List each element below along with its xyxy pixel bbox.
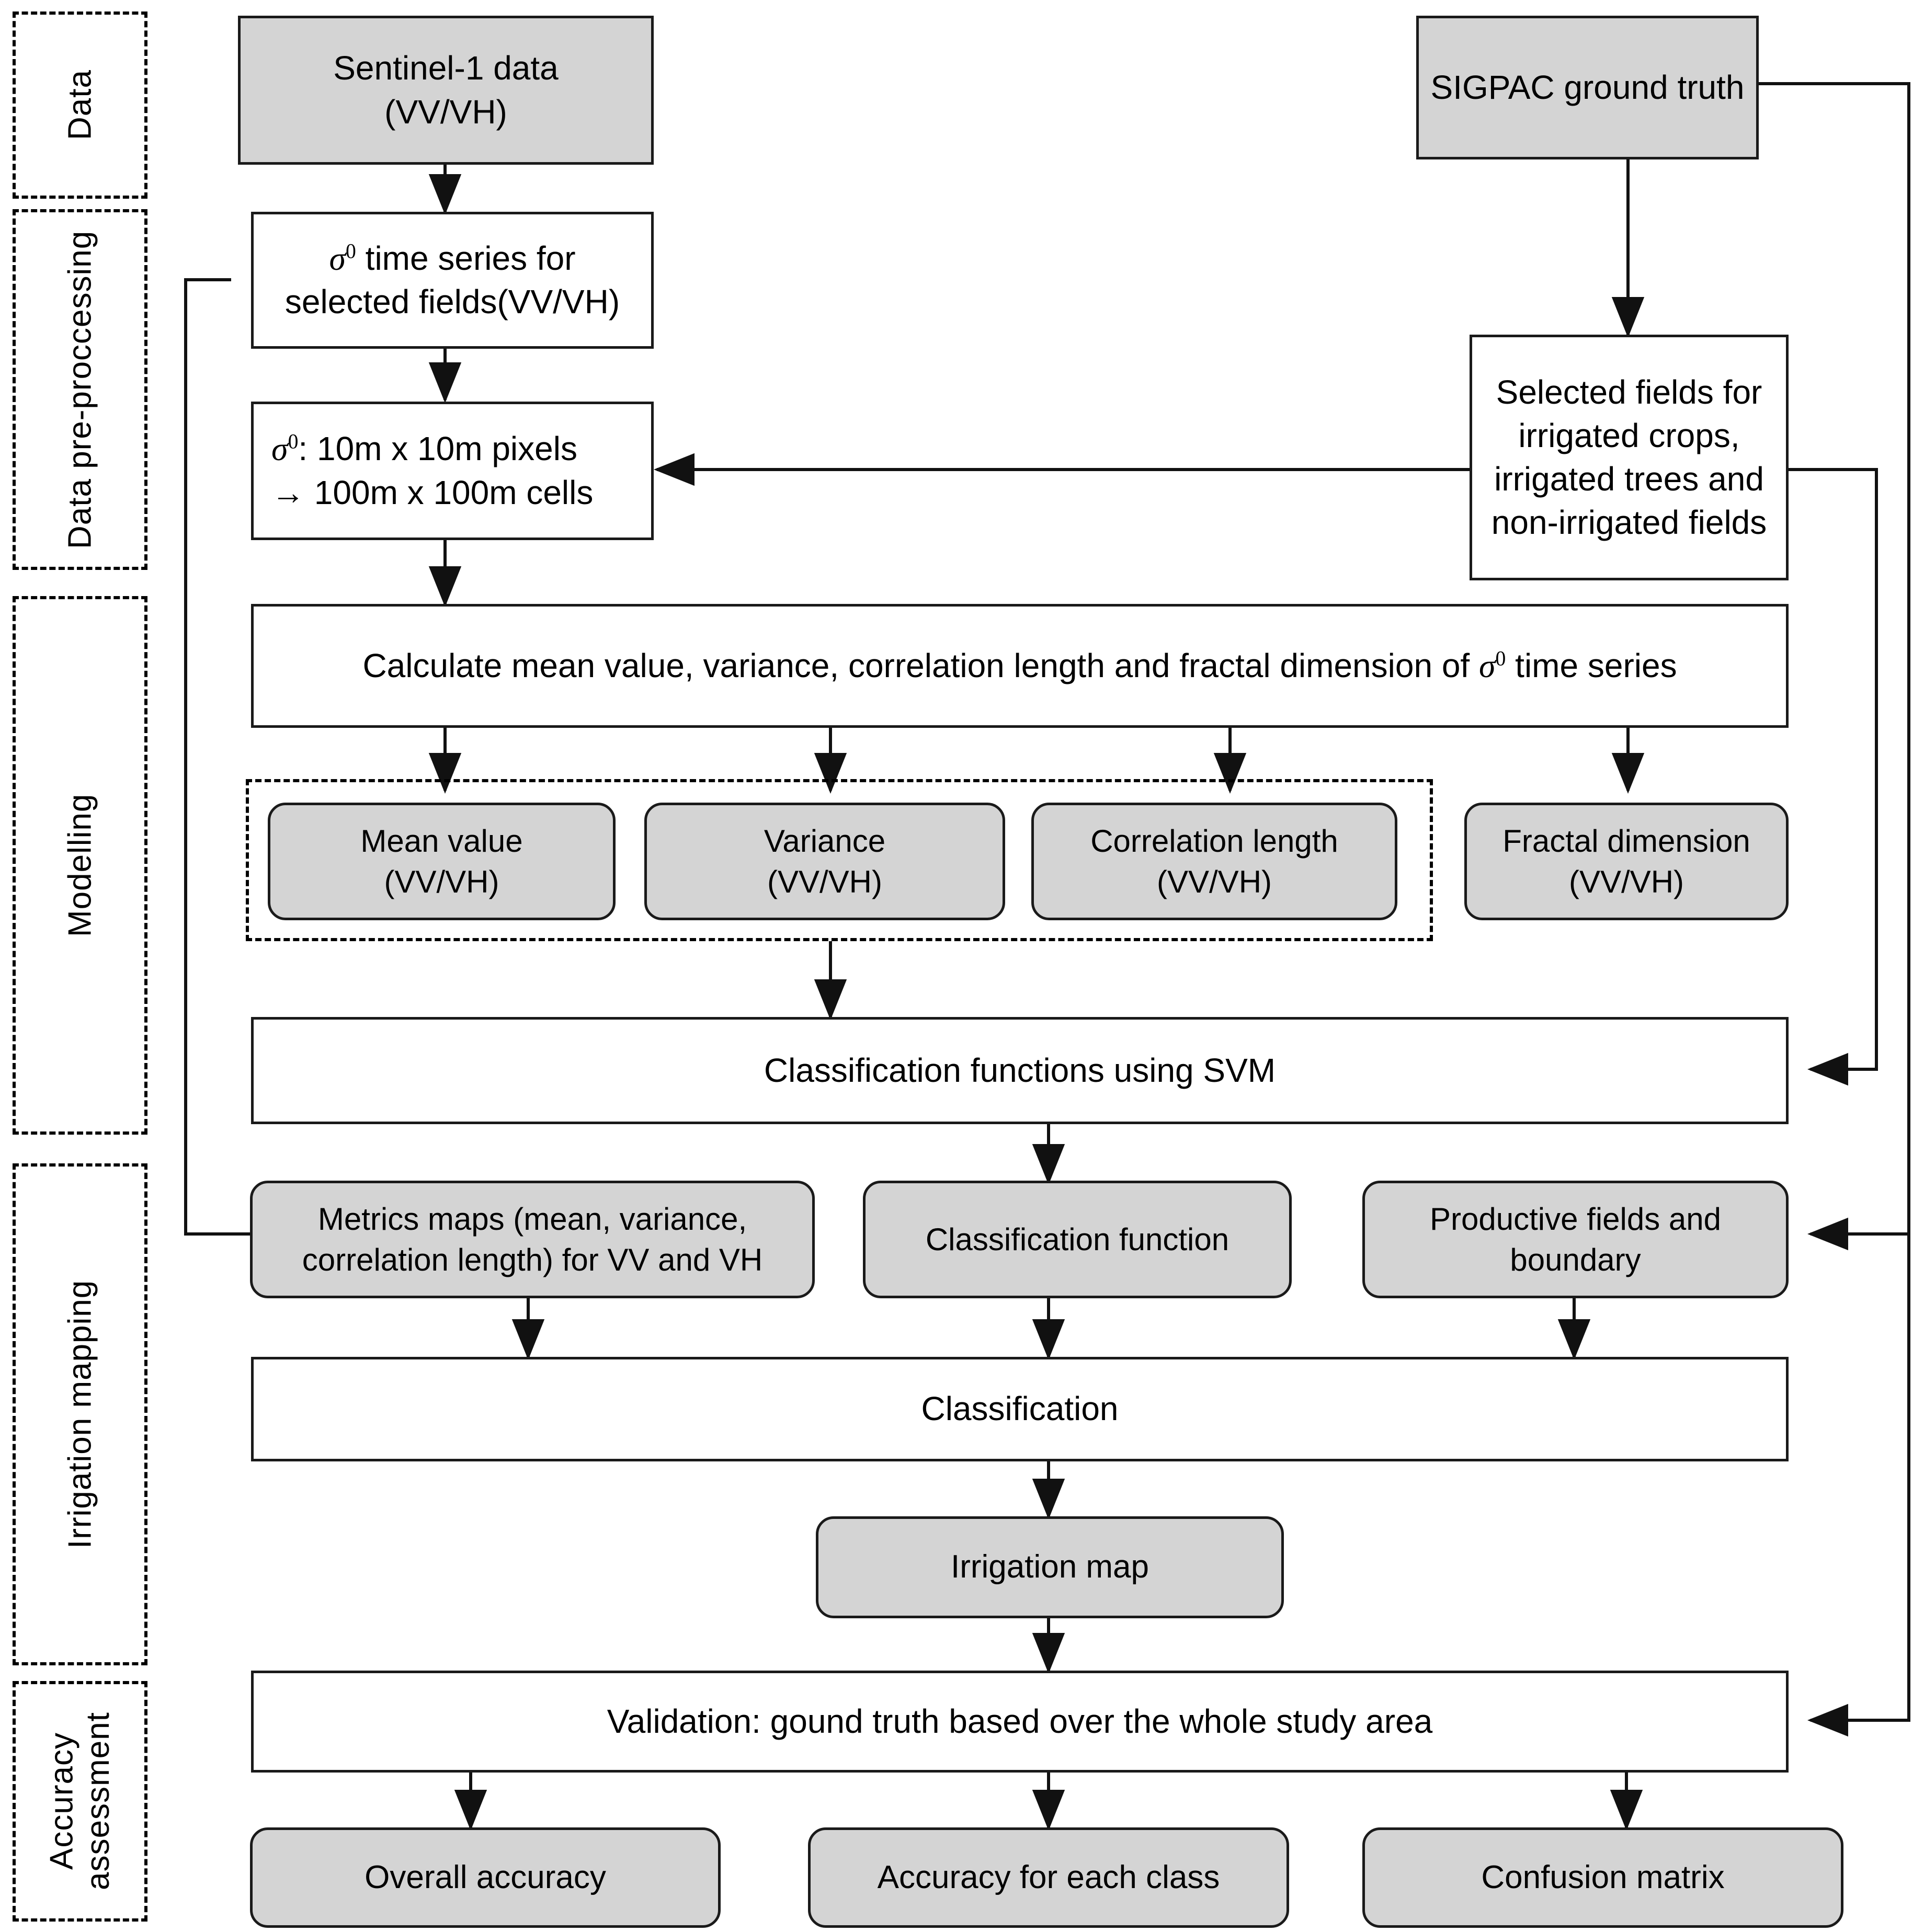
stage-label-accuracy-assessment: Accuracy assessment <box>43 1712 116 1891</box>
node-productive-fields[interactable]: Productive fields and boundary <box>1362 1181 1789 1298</box>
stage-box-data <box>13 12 147 199</box>
node-selected-fields[interactable]: Selected fields for irrigated crops, irr… <box>1470 335 1789 580</box>
node-sigma0-time-series[interactable]: σ0 time series for selected fields(VV/VH… <box>251 212 654 349</box>
variance-line-2: (VV/VH) <box>767 864 882 899</box>
node-variance[interactable]: Variance (VV/VH) <box>644 803 1005 920</box>
productive-line-2: boundary <box>1510 1242 1641 1277</box>
node-fractal-dimension[interactable]: Fractal dimension (VV/VH) <box>1464 803 1789 920</box>
stage-box-accuracy-assessment <box>13 1681 147 1922</box>
metrics-maps-line-2: correlation length) for VV and VH <box>302 1242 763 1277</box>
selected-fields-line-4: non-irrigated fields <box>1491 504 1767 542</box>
classification-label: Classification <box>921 1390 1119 1428</box>
fractal-dim-line-2: (VV/VH) <box>1568 864 1684 899</box>
sentinel-line-2: (VV/VH) <box>384 93 507 131</box>
stage-box-modelling <box>13 596 147 1135</box>
svm-label: Classification functions using SVM <box>764 1051 1276 1089</box>
node-irrigation-map[interactable]: Irrigation map <box>816 1516 1284 1618</box>
confusion-matrix-label: Confusion matrix <box>1481 1859 1725 1895</box>
accuracy-each-class-label: Accuracy for each class <box>877 1859 1220 1895</box>
node-overall-accuracy[interactable]: Overall accuracy <box>250 1827 721 1928</box>
productive-line-1: Productive fields and <box>1430 1201 1721 1237</box>
sentinel-line-1: Sentinel-1 data <box>333 49 559 87</box>
corr-length-line-2: (VV/VH) <box>1156 864 1272 899</box>
irrigation-map-label: Irrigation map <box>950 1549 1149 1585</box>
node-sentinel-1-data[interactable]: Sentinel-1 data (VV/VH) <box>238 16 654 165</box>
fractal-dim-line-1: Fractal dimension <box>1502 823 1750 859</box>
sigma-cells-line-2: → 100m x 100m cells <box>271 473 594 511</box>
sigma-series-line-1: σ0 time series for <box>329 239 576 277</box>
node-confusion-matrix[interactable]: Confusion matrix <box>1362 1827 1843 1928</box>
overall-accuracy-label: Overall accuracy <box>365 1859 606 1895</box>
stage-label-preprocessing: Data pre-proccessing <box>62 230 98 549</box>
validation-label: Validation: gound truth based over the w… <box>607 1702 1433 1740</box>
node-svm-classification-functions[interactable]: Classification functions using SVM <box>251 1017 1789 1124</box>
node-correlation-length[interactable]: Correlation length (VV/VH) <box>1031 803 1397 920</box>
mean-value-line-1: Mean value <box>360 823 523 859</box>
node-classification-function[interactable]: Classification function <box>863 1181 1292 1298</box>
selected-fields-line-1: Selected fields for <box>1496 373 1762 411</box>
sigpac-label: SIGPAC ground truth <box>1430 68 1745 106</box>
node-classification[interactable]: Classification <box>251 1357 1789 1461</box>
node-calculate-metrics[interactable]: Calculate mean value, variance, correlat… <box>251 604 1789 728</box>
sigma-symbol: σ <box>271 430 288 468</box>
variance-line-1: Variance <box>764 823 886 859</box>
stage-label-data: Data <box>62 70 98 141</box>
node-metrics-maps[interactable]: Metrics maps (mean, variance, correlatio… <box>250 1181 815 1298</box>
sigma-cells-line-1: σ0: 10m x 10m pixels <box>271 430 577 468</box>
node-validation[interactable]: Validation: gound truth based over the w… <box>251 1671 1789 1773</box>
node-accuracy-each-class[interactable]: Accuracy for each class <box>808 1827 1289 1928</box>
selected-fields-line-3: irrigated trees and <box>1494 460 1764 498</box>
selected-fields-line-2: irrigated crops, <box>1518 416 1740 454</box>
corr-length-line-1: Correlation length <box>1090 823 1338 859</box>
classification-function-label: Classification function <box>925 1221 1229 1257</box>
stage-box-preprocessing <box>13 209 147 570</box>
node-sigma0-cells[interactable]: σ0: 10m x 10m pixels → 100m x 100m cells <box>251 402 654 540</box>
sigma-symbol: σ <box>329 239 346 277</box>
calculate-label: Calculate mean value, variance, correlat… <box>362 646 1677 684</box>
stage-label-irrigation-mapping: Irrigation mapping <box>62 1279 98 1549</box>
sigma-series-line-2: selected fields(VV/VH) <box>284 283 620 321</box>
mean-value-line-2: (VV/VH) <box>384 864 499 899</box>
metrics-group-dashed-box <box>246 779 1433 941</box>
metrics-maps-line-1: Metrics maps (mean, variance, <box>317 1201 747 1237</box>
stage-box-irrigation-mapping <box>13 1163 147 1665</box>
node-mean-value[interactable]: Mean value (VV/VH) <box>268 803 616 920</box>
stage-label-modelling: Modelling <box>62 793 98 938</box>
node-sigpac-ground-truth[interactable]: SIGPAC ground truth <box>1416 16 1759 159</box>
